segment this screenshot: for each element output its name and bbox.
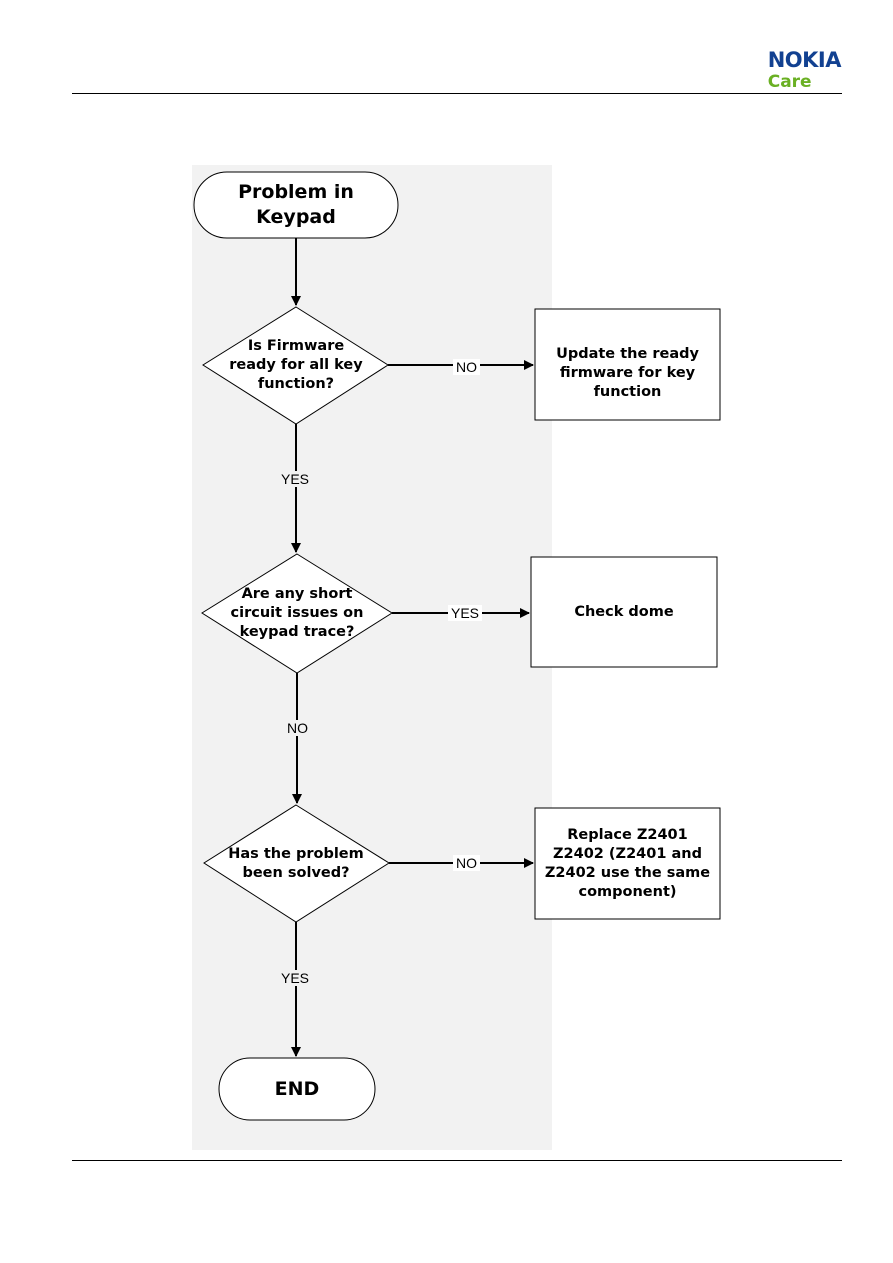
edge-label-short-no: NO xyxy=(284,720,311,736)
end-label: END xyxy=(274,1077,320,1100)
logo-sub: Care xyxy=(767,72,812,92)
end-terminal xyxy=(218,1057,376,1121)
check-dome-label: Check dome xyxy=(574,603,674,620)
start-label: Problem in Keypad xyxy=(238,181,354,228)
edge-label-short-yes: YES xyxy=(448,605,483,621)
replace-label: Replace Z2401 Z2402 (Z2401 and Z2402 use… xyxy=(544,827,711,900)
flowchart-panel xyxy=(192,165,552,1150)
decision-short-circuit-label: Are any short circuit issues on keypad t… xyxy=(230,585,364,640)
edge-label-solved-no: NO xyxy=(453,855,480,871)
decision-firmware-label: Is Firmware ready for all key function? xyxy=(229,337,363,392)
decision-solved-label: Has the problem been solved? xyxy=(228,846,364,881)
replace-box xyxy=(534,807,721,920)
header-rule xyxy=(72,93,842,94)
check-dome-box xyxy=(530,556,718,668)
edge-label-firmware-yes: YES xyxy=(278,471,313,487)
update-firmware-box xyxy=(534,308,721,421)
logo-brand: NOKIA xyxy=(767,48,842,72)
footer-rule xyxy=(72,1160,842,1161)
update-firmware-label: Update the ready firmware for key functi… xyxy=(556,346,699,400)
edge-label-firmware-no: NO xyxy=(453,359,480,375)
nokia-care-logo: NOKIA Care xyxy=(767,48,842,93)
edge-label-solved-yes: YES xyxy=(278,970,313,986)
